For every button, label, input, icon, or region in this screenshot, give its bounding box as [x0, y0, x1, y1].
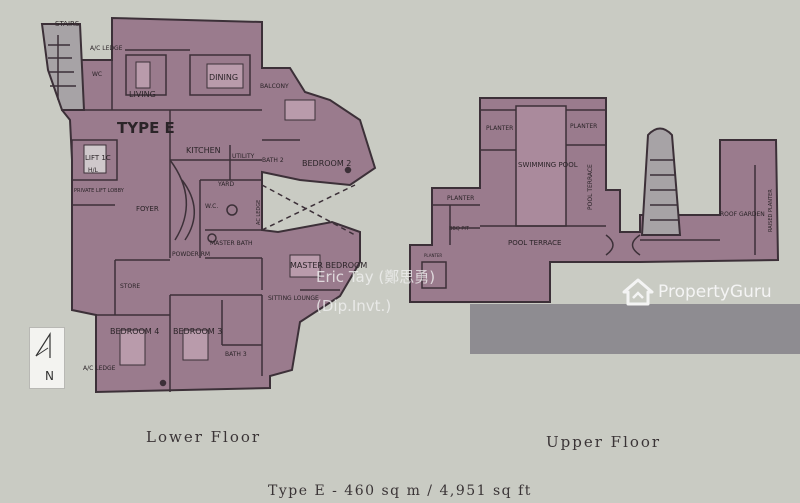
room-label-bath2: BATH 2	[262, 157, 284, 164]
room-label-pool-terrace-side: POOL TERRACE	[587, 164, 594, 210]
compass-north-label: N	[45, 369, 54, 383]
upper-floor-caption: Upper Floor	[546, 433, 662, 451]
lower-floor-labels: STAIRS A/C LEDGE WC LIVING DINING BALCON…	[55, 20, 367, 372]
watermark-agent-name: Eric Tay (鄭思勇)	[316, 268, 436, 286]
room-label-wc-mid: W.C.	[205, 203, 218, 210]
room-label-ac-ledge: A/C LEDGE	[90, 45, 123, 52]
room-label-balcony: BALCONY	[260, 83, 289, 90]
unit-type-label: TYPE E	[117, 119, 175, 137]
room-label-foyer: FOYER	[136, 205, 159, 213]
room-label-lift: LIFT 1C	[85, 154, 111, 162]
room-label-bedroom2: BEDROOM 2	[302, 159, 351, 168]
unit-size-caption: Type E - 460 sq m / 4,951 sq ft	[268, 483, 532, 499]
room-label-roof-garden: ROOF GARDEN	[720, 211, 765, 218]
watermark-band	[470, 304, 800, 354]
upper-floor-labels: PLANTER PLANTER SWIMMING POOL POOL TERRA…	[424, 123, 774, 258]
room-label-planter-right: PLANTER	[570, 123, 597, 130]
north-arrow-icon	[35, 331, 51, 358]
room-label-swimming-pool: SWIMMING POOL	[518, 161, 578, 169]
room-label-ac-ledge-mid: AC LEDGE	[256, 200, 262, 225]
room-label-dining: DINING	[209, 73, 238, 82]
room-label-private-lift-lobby: PRIVATE LIFT LOBBY	[74, 188, 125, 194]
room-label-planter-lower: PLANTER	[447, 195, 474, 202]
propertyguru-brand-text: PropertyGuru	[658, 282, 772, 302]
propertyguru-logo: PropertyGuru	[622, 278, 772, 306]
room-label-yard: YARD	[217, 181, 234, 188]
upper-floor-walls	[421, 105, 756, 289]
room-label-pool-terrace: POOL TERRACE	[508, 239, 561, 247]
lower-floor-furniture	[83, 61, 321, 366]
room-label-bedroom4: BEDROOM 4	[110, 327, 159, 336]
room-label-bath3: BATH 3	[225, 351, 247, 358]
compass	[29, 327, 65, 389]
room-label-powder-rm: POWDER RM	[172, 251, 210, 258]
room-label-stairs: STAIRS	[55, 20, 80, 28]
room-label-store: STORE	[120, 283, 140, 290]
propertyguru-house-icon	[622, 278, 654, 306]
room-label-sitting-lounge: SITTING LOUNGE	[268, 295, 319, 302]
room-label-master-bedroom: MASTER BEDROOM	[290, 261, 367, 270]
room-label-utility: UTILITY	[232, 153, 255, 160]
room-label-bbq-pit: BBQ PIT	[449, 226, 470, 232]
upper-floor-plan	[409, 97, 780, 303]
room-label-master-bath: MASTER BATH	[210, 240, 253, 247]
room-label-ac-ledge-bottom: A/C LEDGE	[83, 365, 116, 372]
room-label-kitchen: KITCHEN	[186, 146, 221, 155]
room-label-living: LIVING	[129, 90, 156, 99]
lower-floor-walls	[48, 35, 356, 392]
room-label-bedroom3: BEDROOM 3	[173, 327, 222, 336]
room-label-wc: WC	[92, 71, 102, 78]
lower-floor-caption: Lower Floor	[146, 428, 262, 446]
room-label-planter-left: PLANTER	[486, 125, 513, 132]
room-label-raised-planter: RAISED PLANTER	[768, 189, 774, 232]
room-label-hh: H/L	[88, 167, 99, 174]
room-label-planter-small: PLANTER	[424, 253, 442, 258]
watermark-qualification: (Dip.Invt.)	[316, 297, 392, 315]
